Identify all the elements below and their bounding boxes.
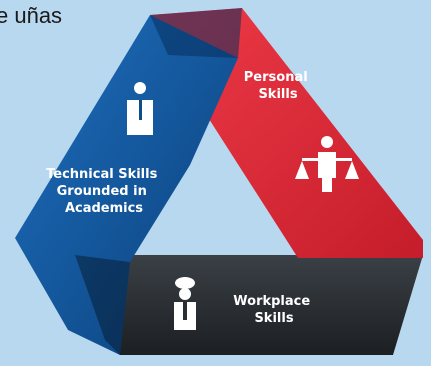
fold-shadow-bottom: [75, 255, 130, 355]
justice-scales-icon: [295, 136, 359, 192]
technical-skills-label: Technical Skills Grounded in Academics: [46, 167, 162, 216]
scientist-icon: [127, 82, 153, 135]
personal-skills-label: Personal Skills: [244, 70, 312, 102]
workplace-skills-label: Workplace Skills: [233, 294, 314, 326]
workplace-band: [75, 255, 423, 355]
technical-band: [15, 15, 238, 355]
fold-shadow-top: [150, 8, 242, 58]
chef-icon: [174, 277, 196, 330]
header-text-fragment: e uñas: [0, 3, 63, 28]
